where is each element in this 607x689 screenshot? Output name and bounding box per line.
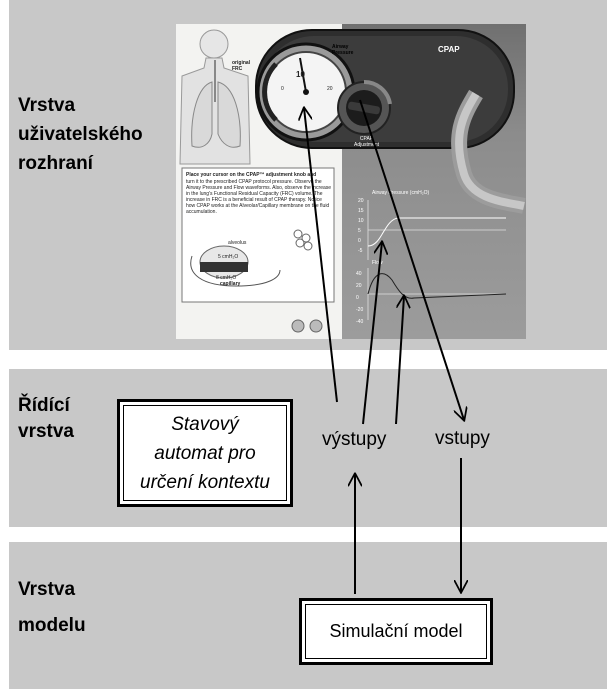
- flow-tick: -40: [356, 316, 363, 328]
- flow-tick: 40: [356, 268, 363, 280]
- gauge-min: 0: [281, 86, 284, 92]
- pressure-tick: -5: [358, 246, 364, 256]
- control-layer-label: Řídící vrstva: [18, 393, 74, 445]
- knob-label: CPAP Adjustment: [354, 136, 379, 148]
- pressure-tick: 10: [358, 216, 364, 226]
- pressure-tick: 15: [358, 206, 364, 216]
- pressure-tick: 0: [358, 236, 364, 246]
- pressure-tick: 20: [358, 196, 364, 206]
- pressure-tick: 5: [358, 226, 364, 236]
- state-machine-label: Stavový automat pro určení kontextu: [140, 410, 270, 497]
- gauge-max: 20: [327, 86, 333, 92]
- flow-tick: -20: [356, 304, 363, 316]
- flow-tick: 20: [356, 280, 363, 292]
- flow-tick: 0: [356, 292, 363, 304]
- cpap-simulator-screenshot: original FRC Place your cursor on the CP…: [176, 24, 526, 339]
- flow-chart-title: Flow: [372, 260, 383, 266]
- outputs-label: výstupy: [322, 429, 386, 451]
- simulation-model-label: Simulační model: [329, 621, 462, 642]
- inputs-label: vstupy: [435, 428, 490, 450]
- model-layer-label: Vrstva modelu: [18, 572, 86, 644]
- gauge-value: 10: [296, 71, 305, 79]
- brand-label: CPAP: [438, 46, 460, 54]
- control-layer: [9, 369, 607, 527]
- state-machine-box: Stavový automat pro určení kontextu: [117, 399, 293, 507]
- pressure-ticks: 20 15 10 5 0 -5: [358, 196, 364, 256]
- gauge-title: Airway Pressure: [332, 44, 353, 56]
- ui-layer-label: Vrstva uživatelského rozhraní: [18, 91, 143, 178]
- pressure-chart-title: Airway Pressure (cmH₂O): [372, 190, 429, 196]
- simulation-model-box: Simulační model: [299, 598, 493, 665]
- flow-ticks: 40 20 0 -20 -40: [356, 268, 363, 328]
- cpap-device: [176, 24, 526, 339]
